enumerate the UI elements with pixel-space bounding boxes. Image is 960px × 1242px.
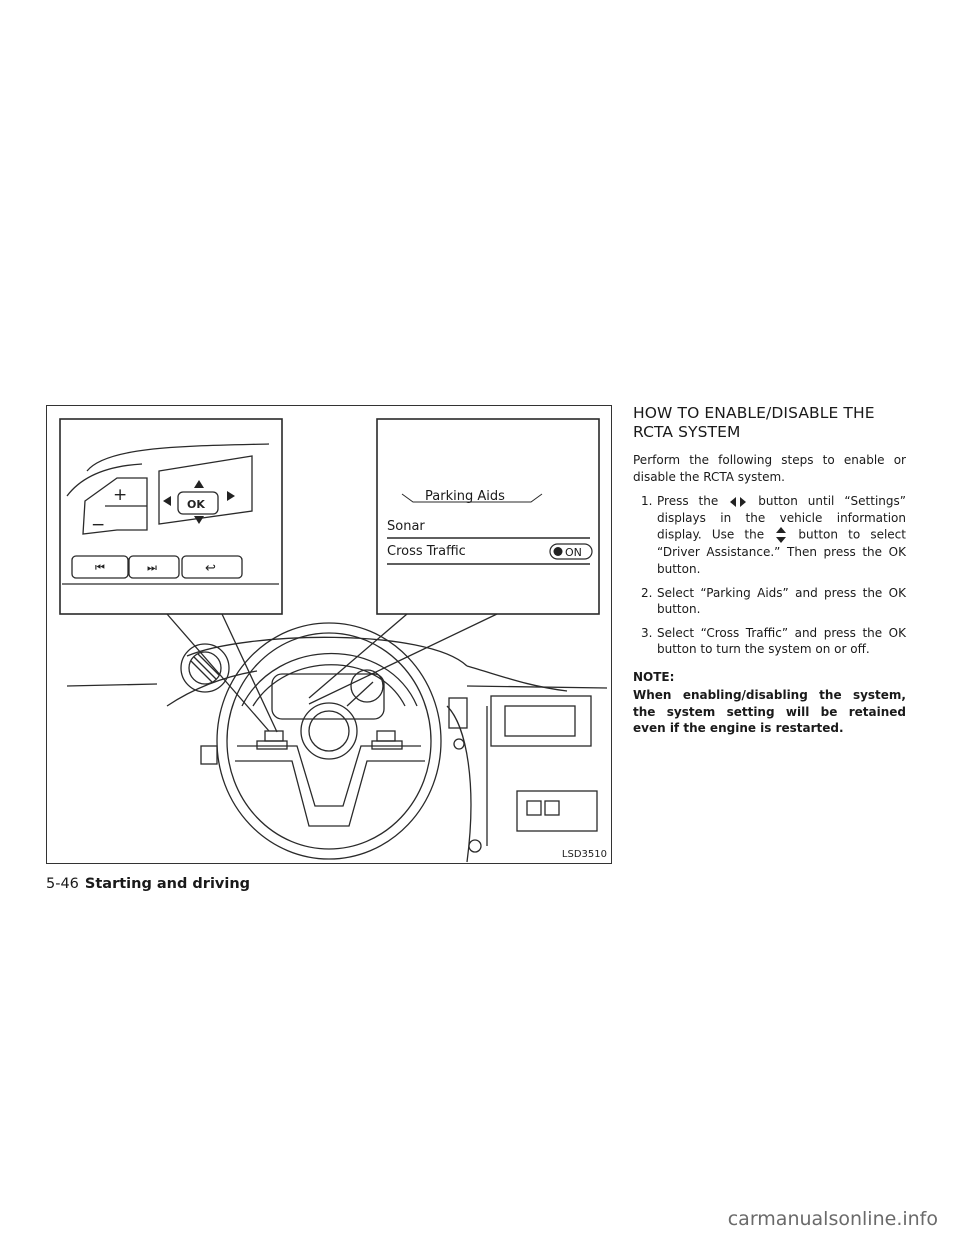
left-right-arrows-icon [730, 496, 747, 507]
screen-header: Parking Aids [425, 489, 505, 504]
svg-text:⏮: ⏮ [95, 561, 105, 574]
air-vent-left [180, 643, 230, 693]
dashboard-illustration: + − OK ⏮ ⏭ ↩ Parking Aids Sonar Cross Tr… [59, 418, 608, 863]
steps-list: 1. Press the button until “Settings” dis… [633, 493, 906, 658]
screen-row-sonar: Sonar [387, 519, 425, 534]
svg-text:−: − [91, 515, 105, 535]
toggle-switch [549, 543, 593, 560]
step-3: 3. Select “Cross Traffic” and press the … [633, 625, 906, 658]
callout-line-right-2 [308, 613, 498, 705]
svg-text:+: + [113, 485, 127, 505]
toggle-knob [553, 547, 563, 556]
svg-text:↩: ↩ [205, 561, 216, 576]
intro-paragraph: Perform the following steps to enable or… [633, 453, 906, 484]
text-column: HOW TO ENABLE/DISABLE THE RCTA SYSTEM Pe… [633, 404, 906, 737]
step-number: 3. [641, 625, 653, 640]
step-number: 1. [641, 494, 653, 509]
switch-left [200, 745, 218, 765]
up-down-arrows-icon [776, 527, 787, 544]
svg-text:⏭: ⏭ [147, 561, 157, 574]
step-1-part-a: Press the [657, 494, 719, 509]
inset-information-display [376, 418, 600, 615]
toggle-state: ON [565, 546, 582, 559]
page-number: 5-46 [46, 876, 79, 892]
step-3-text: Select “Cross Traffic” and press the OK … [657, 625, 906, 657]
screen-header-bracket [401, 493, 543, 503]
step-1: 1. Press the button until “Settings” dis… [633, 493, 906, 577]
section-title: HOW TO ENABLE/DISABLE THE RCTA SYSTEM [633, 404, 875, 441]
page-footer: 5-46 Starting and driving [46, 876, 250, 892]
step-2-text: Select “Parking Aids” and press the OK b… [657, 585, 906, 617]
step-1-part-b: button until “Settings” displays in the … [657, 494, 906, 542]
ok-button-drawing [177, 491, 219, 515]
illustration-figure: + − OK ⏮ ⏭ ↩ Parking Aids Sonar Cross Tr… [46, 405, 612, 864]
figure-code: LSD3510 [561, 849, 607, 860]
instrument-cluster [271, 669, 385, 720]
step-1-part-c: button to select “Driver Assistance.” Th… [657, 527, 906, 576]
steering-wheel-drawing [216, 622, 442, 860]
ok-label: OK [187, 498, 205, 511]
dash-top [186, 636, 468, 667]
callout-line-left [166, 613, 270, 732]
chapter-title: Starting and driving [84, 876, 251, 892]
note-body: When enabling/disabling the system, the … [633, 687, 906, 736]
inset-steering-controls [59, 418, 283, 615]
step-2: 2. Select “Parking Aids” and press the O… [633, 585, 906, 618]
note-heading: NOTE: [633, 669, 675, 684]
screen-row-cross-traffic: Cross Traffic [387, 544, 466, 559]
callout-line-right [308, 613, 408, 699]
steering-switch-closeup: + − OK ⏮ ⏭ ↩ [62, 443, 279, 585]
step-number: 2. [641, 585, 653, 600]
center-stack [448, 695, 598, 853]
watermark: carmanualsonline.info [727, 1208, 938, 1230]
